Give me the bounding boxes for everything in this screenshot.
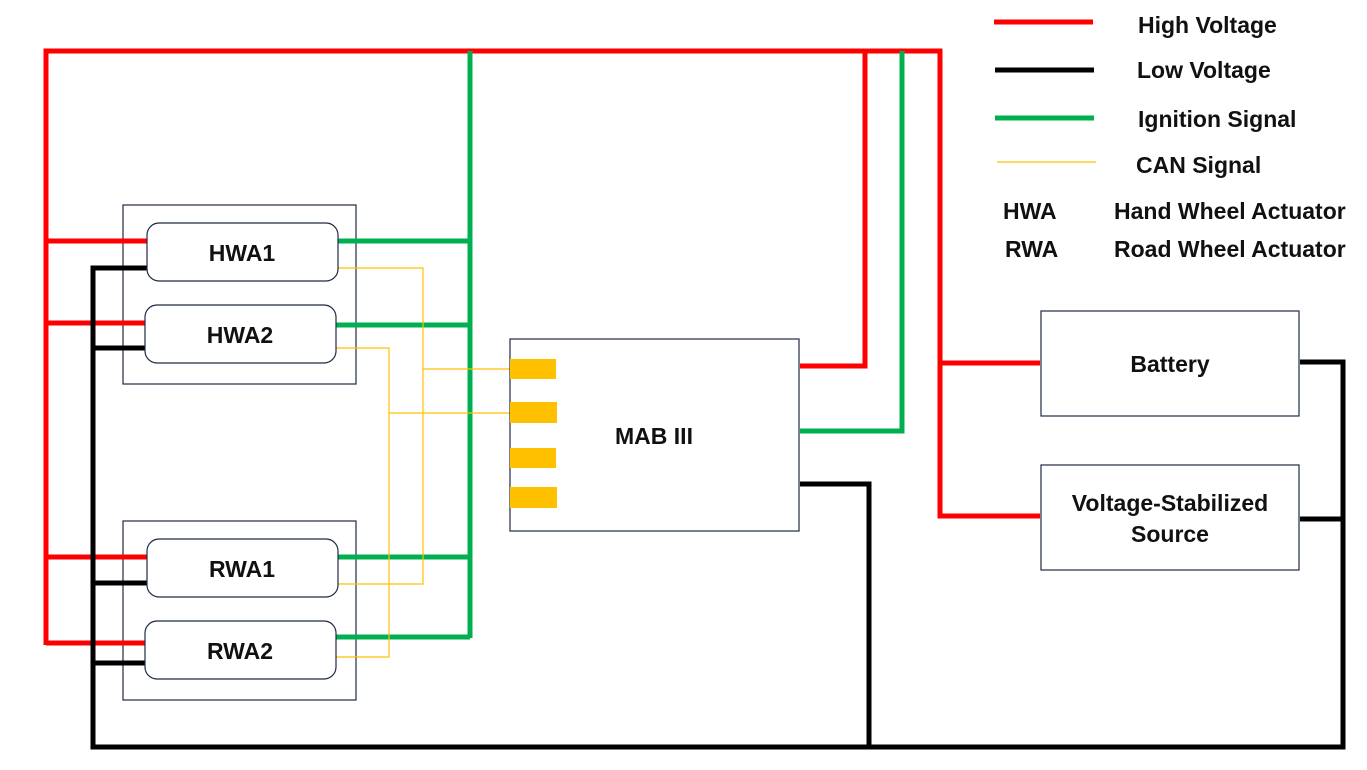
vss-label-line1: Voltage-Stabilized: [1072, 490, 1268, 516]
mab-can-port-2: [510, 402, 557, 423]
hwa2-label: HWA2: [207, 322, 273, 348]
rwa1-label: RWA1: [209, 556, 275, 582]
hwa1-box[interactable]: HWA1: [146, 222, 339, 282]
can-wires: [336, 267, 510, 658]
legend-meaning-hwa: Hand Wheel Actuator: [1114, 198, 1346, 224]
mab-label: MAB III: [615, 423, 693, 449]
can-hwa1-rwa1: [338, 267, 424, 585]
voltage-stabilized-source-box[interactable]: Voltage-Stabilized Source: [1040, 464, 1300, 571]
legend-label-low-voltage: Low Voltage: [1137, 57, 1271, 83]
lv-to-mab: [800, 481, 872, 747]
mab-box[interactable]: MAB III: [509, 338, 800, 532]
mab-can-port-4: [510, 487, 557, 508]
mab-can-port-3: [510, 448, 556, 468]
vss-label-line2: Source: [1131, 521, 1209, 547]
legend-abbr-hwa: HWA: [1003, 198, 1057, 224]
low-voltage-wires: [90, 265, 1346, 750]
battery-label: Battery: [1130, 351, 1209, 377]
ign-main-bus: [338, 51, 473, 244]
hv-to-mab: [800, 51, 868, 369]
can-hwa2-rwa2: [336, 347, 390, 658]
legend-abbr-rwa: RWA: [1005, 236, 1058, 262]
ign-to-mab: [800, 51, 905, 434]
hv-main-bus: [43, 48, 1040, 645]
high-voltage-wires: [43, 48, 1040, 646]
mab-can-port-1: [510, 359, 556, 379]
rwa1-box[interactable]: RWA1: [146, 538, 339, 598]
hwa1-label: HWA1: [209, 240, 276, 266]
hwa2-box[interactable]: HWA2: [144, 304, 337, 364]
ignition-wires: [336, 51, 905, 640]
rwa2-box[interactable]: RWA2: [144, 620, 337, 680]
lv-main-bus: [90, 265, 1346, 750]
legend-label-high-voltage: High Voltage: [1138, 12, 1277, 38]
legend-meaning-rwa: Road Wheel Actuator: [1114, 236, 1346, 262]
legend-label-can: CAN Signal: [1136, 152, 1261, 178]
rwa2-label: RWA2: [207, 638, 273, 664]
battery-box[interactable]: Battery: [1040, 310, 1300, 417]
legend-label-ignition: Ignition Signal: [1138, 106, 1296, 132]
legend: High Voltage Low Voltage Ignition Signal…: [994, 12, 1346, 262]
